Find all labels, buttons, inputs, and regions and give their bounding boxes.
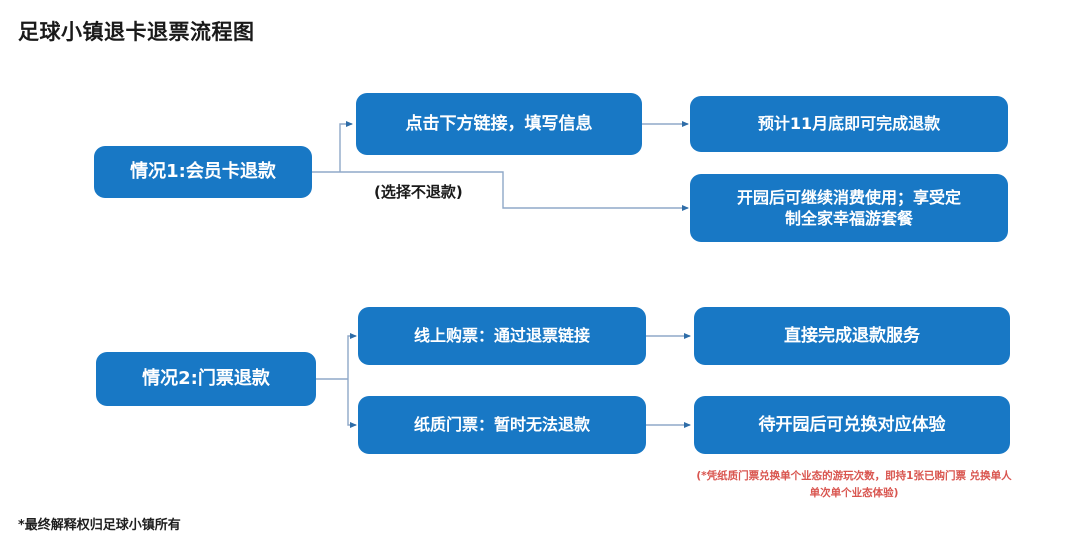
node-label: 情况1:会员卡退款: [130, 161, 276, 183]
node-exchange-after-opening[interactable]: 待开园后可兑换对应体验: [694, 396, 1010, 454]
node-label: 情况2:门票退款: [142, 368, 270, 390]
edge-label-choose-no-refund: (选择不退款): [374, 183, 463, 201]
node-label: 点击下方链接，填写信息: [405, 113, 593, 134]
footnote-paper-ticket-note: (*凭纸质门票兑换单个业态的游玩次数，即持1张已购门票 兑换单人单次单个业态体验…: [694, 468, 1014, 503]
node-online-purchase-refund-link[interactable]: 线上购票：通过退票链接: [358, 307, 646, 365]
footnote-final-interpretation: *最终解释权归足球小镇所有: [18, 518, 181, 533]
node-label: 直接完成退款服务: [784, 325, 920, 346]
node-case2-ticket-refund[interactable]: 情况2:门票退款: [96, 352, 316, 406]
node-label-line2: 制全家幸福游套餐: [784, 209, 913, 228]
node-label: 线上购票：通过退票链接: [413, 326, 590, 346]
edge-b2-to-paper: [347, 379, 357, 428]
node-continue-use-family-package[interactable]: 开园后可继续消费使用；享受定 制全家幸福游套餐: [690, 174, 1008, 242]
edge-b2-to-online: [347, 333, 357, 379]
node-label-line1: 开园后可继续消费使用；享受定: [736, 187, 961, 207]
footnote-red-line2: 兑换单人单次单个业态体验): [809, 470, 1012, 500]
node-label: 待开园后可兑换对应体验: [758, 414, 946, 435]
node-refund-by-november[interactable]: 预计11月底即可完成退款: [690, 96, 1008, 152]
node-label: 纸质门票：暂时无法退款: [413, 415, 590, 435]
node-click-link-fill-info[interactable]: 点击下方链接，填写信息: [356, 93, 642, 155]
page-title: 足球小镇退卡退票流程图: [18, 20, 255, 44]
footnote-red-line1: (*凭纸质门票兑换单个业态的游玩次数，即持1张已购门票: [696, 470, 966, 482]
node-paper-ticket-no-refund[interactable]: 纸质门票：暂时无法退款: [358, 396, 646, 454]
node-case1-member-card-refund[interactable]: 情况1:会员卡退款: [94, 146, 312, 198]
node-direct-refund-service[interactable]: 直接完成退款服务: [694, 307, 1010, 365]
node-label: 预计11月底即可完成退款: [757, 114, 941, 134]
edge-b1-to-step: [339, 121, 353, 172]
